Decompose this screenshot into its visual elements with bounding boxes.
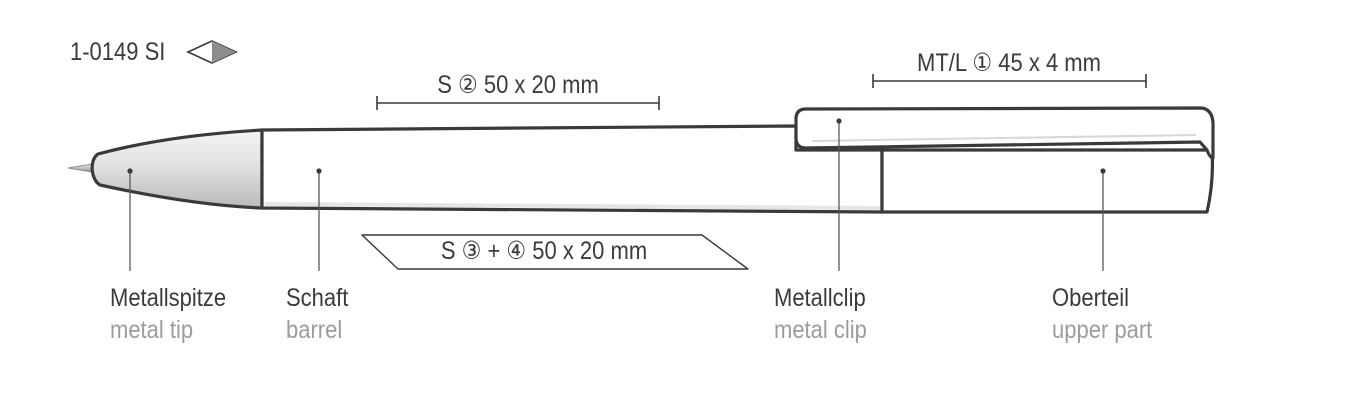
dimension-bracket-barrel-bottom <box>361 234 749 270</box>
product-code: 1-0149 SI <box>70 38 166 66</box>
metal-clip-shape <box>794 106 1215 160</box>
dimension-bracket-clip <box>872 74 1147 88</box>
clip-print-dimension: MT/L ① 45 x 4 mm <box>917 49 1101 77</box>
leader-barrel <box>316 168 322 271</box>
part-label-de-upper-part: Oberteil <box>1052 284 1130 312</box>
part-label-en-metal-clip: metal clip <box>774 316 867 344</box>
metal-tip-shape <box>90 128 264 210</box>
part-label-de-metal-tip: Metallspitze <box>110 284 227 312</box>
dimension-bracket-barrel-top <box>376 96 660 110</box>
barrel-shape <box>260 124 884 214</box>
barrel-shading <box>265 202 880 210</box>
part-label-de-barrel: Schaft <box>286 284 349 312</box>
refill-point <box>67 163 93 173</box>
leader-upper-part <box>1100 168 1106 271</box>
part-label-en-metal-tip: metal tip <box>110 316 194 344</box>
part-label-en-upper-part: upper part <box>1052 316 1153 344</box>
barrel-print-dimension-bottom: S ③ + ④ 50 x 20 mm <box>440 237 648 265</box>
pen-shape-icon <box>186 40 238 64</box>
part-label-en-barrel: barrel <box>286 316 343 344</box>
upper-part-shape <box>880 148 1215 214</box>
part-label-de-metal-clip: Metallclip <box>774 284 866 312</box>
barrel-print-dimension-top: S ② 50 x 20 mm <box>437 71 599 99</box>
leader-metal-tip <box>127 168 133 271</box>
metal-clip-highlight <box>811 134 1197 142</box>
leader-metal-clip <box>836 118 842 271</box>
